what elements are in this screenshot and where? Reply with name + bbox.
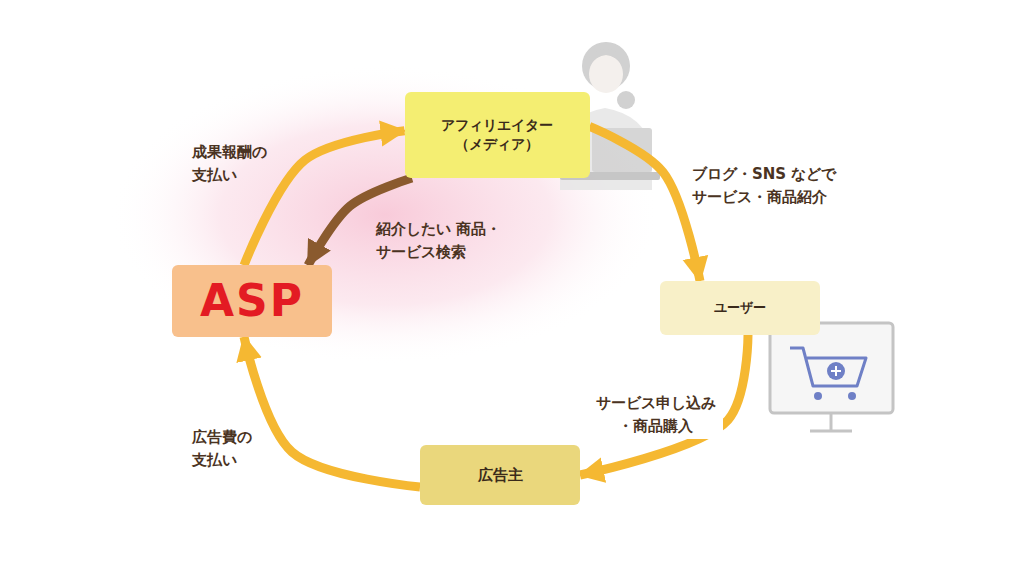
person-face xyxy=(589,55,623,93)
monitor-illustration xyxy=(770,323,893,431)
advertiser-box: 広告主 xyxy=(420,445,580,505)
cart-plus-sign xyxy=(831,366,841,376)
edge-label: 紹介したい 商品・サービス検索 xyxy=(376,218,534,265)
media-box: アフィリエイター （メディア） xyxy=(405,92,590,178)
node-label: 広告主 xyxy=(478,465,523,485)
monitor-screen xyxy=(770,323,893,413)
node-label: ユーザー xyxy=(714,299,766,317)
cart-plus xyxy=(827,362,845,380)
cart-wheel xyxy=(848,392,856,400)
edge-label: ブログ・SNS などで サービス・商品紹介 xyxy=(692,163,857,210)
edge-label: 成果報酬の 支払い xyxy=(192,141,276,188)
flow-arrow xyxy=(590,126,701,281)
flow-arrow xyxy=(244,337,420,487)
cart-icon xyxy=(790,348,866,386)
flow-arrow xyxy=(580,335,748,475)
edge-label: 広告費の 支払い xyxy=(192,426,261,473)
person-fringe xyxy=(589,49,623,66)
pink-glow xyxy=(110,65,660,365)
monitor-stand xyxy=(830,413,833,430)
node-label: アフィリエイター （メディア） xyxy=(433,116,562,154)
cart-wheel xyxy=(814,392,822,400)
user-box: ユーザー xyxy=(660,281,820,335)
node-label: ASP xyxy=(200,271,304,330)
asp-box: ASP xyxy=(172,265,332,336)
edge-label: サービス申し込み ・商品購入 xyxy=(588,392,723,439)
monitor-base xyxy=(810,430,852,433)
person-bun xyxy=(617,91,635,109)
